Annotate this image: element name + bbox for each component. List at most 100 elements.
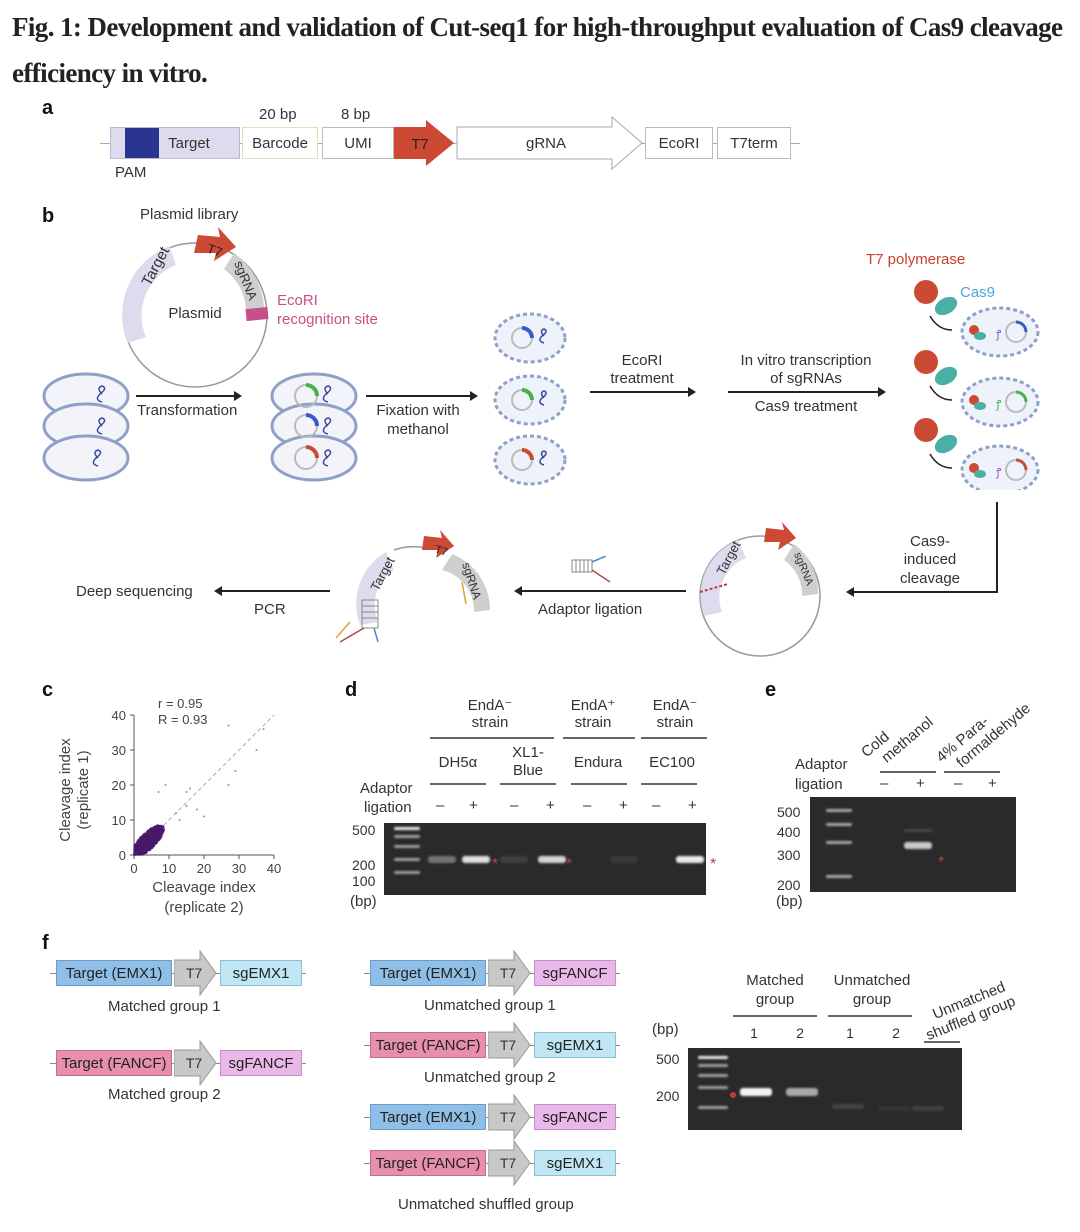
step-adaptor-ligation: Adaptor ligation	[538, 601, 643, 618]
e-ladder-band	[826, 823, 852, 826]
scatter-point	[133, 853, 136, 856]
f-ladder-band	[698, 1064, 728, 1067]
d-sign-4: +	[546, 797, 555, 814]
e-sign-2: +	[916, 775, 925, 792]
scatter-point	[139, 839, 143, 842]
adaptor-icon	[571, 556, 611, 583]
f-t7-label: T7	[500, 965, 517, 981]
cleaved-plasmid: Target sgRNA	[699, 522, 821, 657]
e-marker: *	[938, 854, 945, 871]
scatter-point	[138, 842, 141, 846]
d-ladder-band	[394, 871, 420, 874]
scatter-outlier	[189, 787, 191, 790]
scatter-point	[161, 827, 164, 831]
f-lane-band-1	[740, 1088, 772, 1096]
e-sign-3: –	[954, 775, 963, 792]
scatter-point	[147, 848, 151, 851]
e-condition-1: Cold methanol	[858, 701, 936, 774]
f-lane-band-2	[786, 1088, 818, 1096]
f-t7-arrow: T7	[174, 950, 217, 996]
e-condition-2: 4% Para- formaldehyde	[933, 687, 1034, 779]
plasmid-t7-label: T7	[205, 241, 224, 260]
e-line-1	[880, 771, 936, 773]
d-strain-line-1	[430, 783, 486, 785]
step-cleavage-2: induced	[903, 551, 957, 568]
x-tick-label: 30	[232, 861, 246, 876]
f-guide-box: sgFANCF	[534, 960, 616, 986]
e-lane-band	[904, 842, 932, 849]
e-adaptor-label-1: Adaptor	[795, 756, 848, 773]
step-ecori-1: EcoRI	[621, 352, 663, 369]
d-strain-xl1-l2: Blue	[512, 762, 544, 779]
d-marker-3: *	[710, 856, 717, 873]
arrow-pcr	[214, 586, 330, 596]
gel-d	[384, 823, 706, 895]
scatter-point	[157, 828, 161, 831]
f-lane-1: 1	[750, 1025, 758, 1041]
scatter-point	[139, 846, 143, 850]
scatter-point	[137, 853, 140, 856]
d-strain-xl1-l1: XL1-	[512, 744, 544, 761]
scatter-outlier	[262, 728, 265, 730]
f-shuffled-label: Unmatched shuffled group	[917, 977, 1018, 1044]
f-lane-band-4	[878, 1106, 910, 1111]
segment-grna-label: gRNA	[526, 135, 566, 152]
ecori-site-label-1: EcoRI	[277, 292, 318, 309]
arrow-ecori	[590, 387, 696, 397]
d-group-3-l2: strain	[656, 714, 694, 731]
panel-f-label: f	[42, 932, 49, 954]
y-tick-label: 0	[119, 848, 126, 863]
f-unmatched-l2: group	[852, 991, 892, 1008]
plasmid-sgrna-arc	[224, 253, 264, 309]
f-target-box: Target (EMX1)	[370, 960, 486, 986]
e-ladder-band	[826, 875, 852, 878]
d-ladder-band	[394, 835, 420, 838]
d-ladder-band	[394, 827, 420, 830]
step-cas9-treatment: Cas9 treatment	[754, 398, 858, 415]
scatter-point	[150, 827, 154, 830]
f-unmatched-line	[828, 1015, 912, 1017]
f-target-box: Target (FANCF)	[56, 1050, 172, 1076]
x-tick-label: 0	[130, 861, 137, 876]
e-ladder-500: 500	[777, 804, 801, 820]
f-t7-arrow: T7	[488, 1140, 531, 1186]
ivt-reaction-cells: ꝭ ꝭ ꝭ	[912, 280, 1040, 490]
umi-length: 8 bp	[341, 106, 371, 123]
d-ladder-100: 100	[352, 873, 376, 889]
y-tick-label: 20	[112, 778, 126, 793]
e-line-2	[944, 771, 1000, 773]
scatter-point	[159, 833, 163, 837]
d-group-1-line	[430, 737, 554, 739]
segment-barcode: Barcode	[242, 127, 318, 159]
f-guide-box: sgEMX1	[220, 960, 302, 986]
f-unit: (bp)	[652, 1021, 679, 1038]
panel-b-label: b	[42, 205, 55, 227]
scatter-outlier	[164, 784, 167, 786]
d-strain-endura: Endura	[573, 754, 623, 771]
d-lane-band-3	[500, 856, 528, 863]
fixed-cells	[493, 312, 567, 486]
segment-ecori: EcoRI	[645, 127, 713, 159]
cas9-label: Cas9	[960, 284, 996, 301]
plasmid-target-arc	[122, 247, 176, 343]
d-lane-band-4	[538, 856, 566, 863]
d-strain-line-4	[641, 783, 697, 785]
d-adaptor-label-2: ligation	[364, 799, 412, 816]
f-caption: Matched group 1	[108, 998, 221, 1015]
d-ladder-band	[394, 845, 420, 848]
f-lane-band-3	[832, 1104, 864, 1109]
e-ladder-200: 200	[777, 877, 801, 893]
step-fixation-2: methanol	[387, 421, 449, 438]
scatter-point	[154, 831, 157, 834]
f-shuffled-line	[924, 1041, 960, 1043]
plasmid-map: Target T7 sgRNA Plasmid	[122, 227, 269, 388]
plasmid-label: Plasmid	[168, 305, 221, 322]
step-ivt-1: In vitro transcription	[740, 352, 872, 369]
f-ladder-200: 200	[656, 1088, 680, 1104]
panel-a-label: a	[42, 97, 54, 119]
plasmid-library-label: Plasmid library	[140, 206, 239, 223]
scatter-outlier	[185, 805, 188, 807]
f-guide-box: sgEMX1	[534, 1150, 616, 1176]
gel-e	[810, 797, 1016, 892]
scatter-point	[149, 839, 152, 842]
